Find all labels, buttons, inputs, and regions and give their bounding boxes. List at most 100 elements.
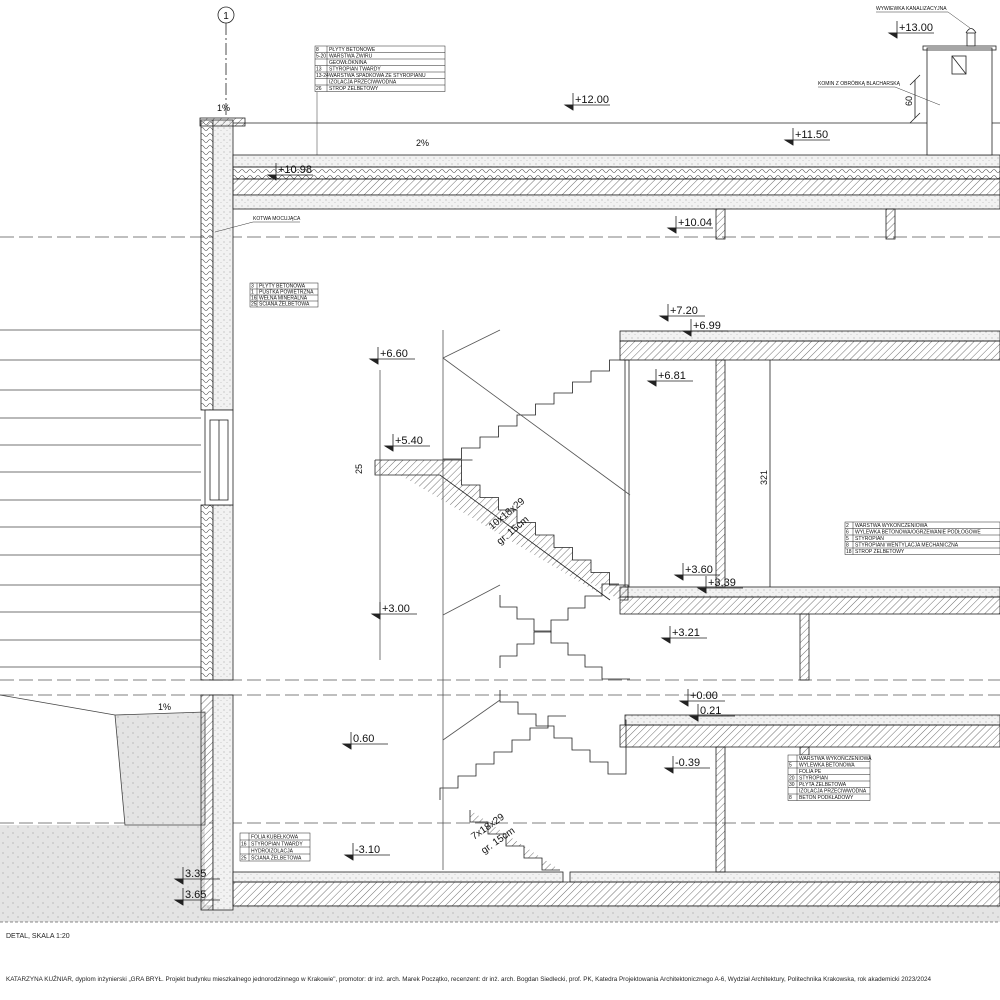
vent-label: WYWIEWKA KANALIZACYJNA: [876, 6, 947, 12]
slope-ground: 1%: [158, 702, 171, 712]
level-label: +6.81: [658, 370, 686, 382]
layer-thickness: 26: [316, 86, 322, 92]
level-marker: +3.60: [673, 563, 720, 581]
staircase: [374, 359, 630, 871]
layer-name: WYLEWKA BETONOWA: [799, 763, 855, 769]
stair-flight: [469, 810, 560, 871]
layer-name: IZOLACJA PRZECIWWODNA: [329, 80, 397, 86]
level-label: -3.10: [355, 844, 380, 856]
layer-name: WARSTWA SPADKOWA ZE STYROPIANU: [329, 73, 426, 79]
layer-thickness: 30: [789, 782, 795, 788]
level-marker: -3.10: [343, 843, 390, 861]
level-label: +5.40: [395, 435, 423, 447]
layer-name: WYLEWKA BETONOWA/OGRZEWANIE PODŁOGOWE: [855, 530, 981, 536]
layer-name: PŁYTY BETONOWA: [259, 284, 306, 290]
level-label: +13.00: [899, 22, 933, 34]
layer-name: GEOWŁÓKNINA: [329, 59, 367, 66]
layer-name: PŁYTY BETONOWE: [329, 47, 376, 53]
stair-flight: [499, 595, 630, 680]
level-marker: +10.98: [266, 163, 313, 181]
level-label: +12.00: [575, 94, 609, 106]
level-marker: +6.60: [368, 347, 415, 365]
level-marker: 0.60: [341, 732, 388, 750]
level-label: +6.60: [380, 348, 408, 360]
level-marker: +11.50: [783, 128, 830, 146]
ground: [0, 825, 205, 920]
layer-name: ŚCIANA ŻELBETOWA: [251, 854, 302, 862]
anchor-label: KOTWA MOCUJĄCA: [253, 216, 301, 222]
level-markers: +13.00 +12.00 +11.50 +10.98 +10.04 +7.20 +6.99…: [173, 21, 934, 906]
level-marker: +3.39: [696, 576, 743, 594]
level-marker: +0.00: [678, 689, 725, 707]
axis-label: 1: [223, 11, 229, 22]
layer-name: PŁYTA ŻELBETOWA: [799, 781, 847, 788]
layer-thickness: 5: [846, 536, 849, 542]
level-label: +3.60: [685, 564, 713, 576]
stair-flight: [442, 359, 628, 470]
level-label: +0.00: [690, 690, 718, 702]
level-label: +11.50: [795, 129, 828, 141]
layer-name: STYROPIAN/ WENTYLACJA MECHANICZNA: [855, 543, 959, 549]
drawing-caption: DETAL, SKALA 1:20: [6, 933, 70, 940]
level-label: -0.39: [675, 757, 700, 769]
level-label: +7.20: [670, 305, 698, 317]
layer-thickness: 13: [316, 67, 322, 73]
level-marker: 3.35: [173, 867, 220, 885]
layer-name: HYDROIZOLACJA: [251, 849, 294, 855]
dim-storey: 321: [759, 470, 769, 485]
layer-thickness: 1: [251, 290, 254, 296]
level-label: +6.99: [693, 320, 721, 332]
level-marker: +13.00: [887, 21, 934, 39]
layer-thickness: 25: [241, 856, 247, 862]
level-label: +3.21: [672, 627, 700, 639]
footer-credits: KATARZYNA KUŹNIAR, dyplom inżynierski „G…: [6, 976, 931, 983]
layer-name: STYROPIAN: [855, 536, 884, 542]
layer-thickness: 18: [846, 549, 852, 555]
level-marker: +6.99: [681, 319, 728, 337]
floor-slabs: [232, 330, 1000, 907]
layer-thickness: 20: [789, 776, 795, 782]
slope-roof: 2%: [416, 138, 429, 148]
layer-table-basement-wall-layers: FOLIA KUBEŁKOWA 16 STYROPIAN TWARDYHYDROIZ…: [239, 832, 311, 862]
layer-thickness: 3: [251, 284, 254, 290]
layer-name: FOLIA KUBEŁKOWA: [251, 835, 299, 841]
layer-name: STROP ŻELBETOWY: [329, 85, 379, 92]
layer-thickness: 13-24: [316, 73, 329, 79]
layer-thickness: 5-20: [316, 54, 326, 60]
chimney-label: KOMIN Z OBRÓBKĄ BLACHARSKĄ: [818, 80, 901, 87]
layer-thickness: 16: [241, 842, 247, 848]
level-label: +10.04: [678, 217, 712, 229]
layer-name: PUSTKA POWIETRZNA: [259, 290, 314, 296]
layer-name: WEŁNA MINERALNA: [259, 296, 308, 302]
external-wall: [199, 117, 246, 911]
layer-name: STYROPIAN: [799, 776, 828, 782]
dim-chimney: 60: [904, 96, 914, 106]
axis-marker: 1: [217, 6, 235, 115]
slope-parapet: 1%: [217, 103, 230, 113]
layer-name: WARSTWA ŻWIRU: [329, 53, 373, 60]
layer-thickness: 5: [789, 763, 792, 769]
stair-flight: [499, 583, 619, 668]
level-label: 3.35: [185, 868, 206, 880]
roof: [232, 122, 1000, 210]
level-marker: +7.20: [658, 304, 705, 322]
level-marker: 0.21: [688, 704, 735, 722]
facade-cladding-lines: [0, 329, 201, 716]
layer-thickness: 2: [846, 523, 849, 529]
stair-flight: [439, 715, 566, 800]
layer-name: STYROPIAN TWARDY: [251, 842, 303, 848]
level-marker: +12.00: [563, 93, 610, 111]
level-marker: -0.39: [663, 756, 710, 774]
layer-name: BETON PODKŁADOWY: [799, 795, 854, 801]
level-marker: +10.04: [666, 216, 713, 234]
stair-guides: [379, 329, 631, 870]
layer-name: FOLIA PE: [799, 769, 822, 775]
ground-slope: [114, 711, 206, 826]
layer-name: WARSTWA WYKOŃCZENIOWA: [855, 522, 928, 529]
layer-thickness: 8: [316, 47, 319, 53]
level-label: 3.65: [185, 889, 206, 901]
layer-name: ŚCIANA ŻELBETOWA: [259, 300, 310, 308]
